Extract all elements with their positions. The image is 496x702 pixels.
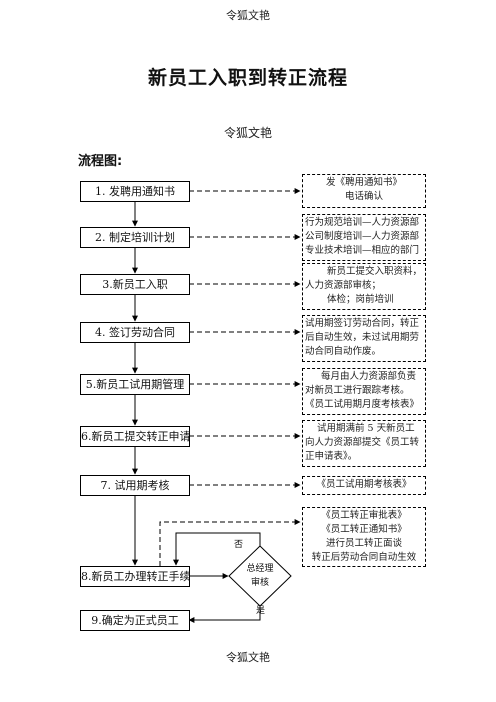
- note-4-line-2: 后自动生效，未过试用期劳: [305, 332, 420, 343]
- note-7-line-1: 《员工试用期考核表》: [316, 479, 412, 490]
- dashed-arrow-8: [159, 519, 301, 566]
- step-6-box: 6.新员工提交转正申请: [80, 426, 191, 447]
- note-8-line-1: 《员工转正审批表》: [321, 510, 407, 521]
- note-1-line-1: 发《聘用通知书》: [325, 177, 402, 188]
- note-6: 试用期满前 5 天新员工 向人力资源部提交《员工转 正申请表》。: [302, 420, 426, 467]
- subheader-watermark: 令狐文艳: [223, 126, 272, 140]
- note-4-line-3: 动合同自动作废。: [305, 346, 382, 357]
- step-4-box: 4. 签订劳动合同: [80, 322, 190, 343]
- decision-line-2: 审核: [250, 578, 269, 588]
- header-watermark: 令狐文艳: [226, 9, 270, 22]
- branch-no-label: 否: [234, 540, 244, 550]
- step-5-box: 5.新员工试用期管理: [80, 374, 190, 395]
- decision-label: 总经理 审核: [238, 562, 282, 590]
- note-5-line-3: 《员工试用期月度考核表》: [305, 399, 420, 410]
- note-8-line-3: 进行员工转正面谈: [325, 538, 402, 549]
- note-1-line-2: 电话确认: [344, 191, 383, 202]
- note-8-line-4: 转正后劳动合同自动生效: [311, 552, 417, 563]
- note-3: 新员工提交入职资料， 人力资源部审核； 体检；岗前培训: [302, 263, 426, 310]
- note-1: 发《聘用通知书》 电话确认: [302, 174, 426, 208]
- arrow-decision-no: [173, 532, 261, 566]
- note-6-line-1: 试用期满前 5 天新员工: [317, 423, 415, 434]
- note-6-line-3: 正申请表》。: [305, 451, 358, 462]
- note-2-line-3: 专业技术培训—相应的部门: [305, 245, 420, 256]
- note-3-line-3: 体检；岗前培训: [327, 294, 394, 305]
- note-8-line-2: 《员工转正通知书》: [321, 524, 407, 535]
- footer-watermark: 令狐文艳: [226, 651, 270, 664]
- note-3-line-1: 新员工提交入职资料，: [327, 266, 423, 277]
- step-1-box: 1. 发聘用通知书: [80, 181, 190, 202]
- note-4-line-1: 试用期签订劳动合同，转正: [305, 318, 420, 329]
- note-2-line-1: 行为规范培训—人力资源部: [305, 217, 420, 228]
- note-6-line-2: 向人力资源部提交《员工转: [305, 437, 420, 448]
- note-5-line-2: 对新员工进行跟踪考核。: [305, 385, 410, 396]
- arrow-decision-yes: [188, 606, 261, 623]
- note-5: 每月由人力资源部负责 对新员工进行跟踪考核。 《员工试用期月度考核表》: [302, 368, 426, 415]
- note-8: 《员工转正审批表》 《员工转正通知书》 进行员工转正面谈 转正后劳动合同自动生效: [302, 507, 426, 567]
- step-8-box: 8.新员工办理转正手续: [80, 566, 191, 587]
- step-9-box: 9.确定为正式员工: [80, 610, 190, 631]
- note-5-line-1: 每月由人力资源部负责: [321, 371, 417, 382]
- note-3-line-2: 人力资源部审核；: [305, 280, 382, 291]
- step-3-box: 3.新员工入职: [80, 274, 190, 295]
- note-4: 试用期签订劳动合同，转正 后自动生效，未过试用期劳 动合同自动作废。: [302, 315, 426, 362]
- note-2: 行为规范培训—人力资源部 公司制度培训—人力资源部 专业技术培训—相应的部门: [302, 214, 426, 261]
- note-7: 《员工试用期考核表》: [302, 476, 426, 495]
- flowchart-label: 流程图:: [78, 154, 123, 169]
- decision-line-1: 总经理: [246, 564, 274, 574]
- branch-yes-label: 是: [256, 606, 266, 616]
- page-title: 新员工入职到转正流程: [147, 67, 348, 89]
- note-2-line-2: 公司制度培训—人力资源部: [305, 231, 420, 242]
- step-7-box: 7. 试用期考核: [80, 475, 190, 496]
- step-2-box: 2. 制定培训计划: [80, 227, 190, 248]
